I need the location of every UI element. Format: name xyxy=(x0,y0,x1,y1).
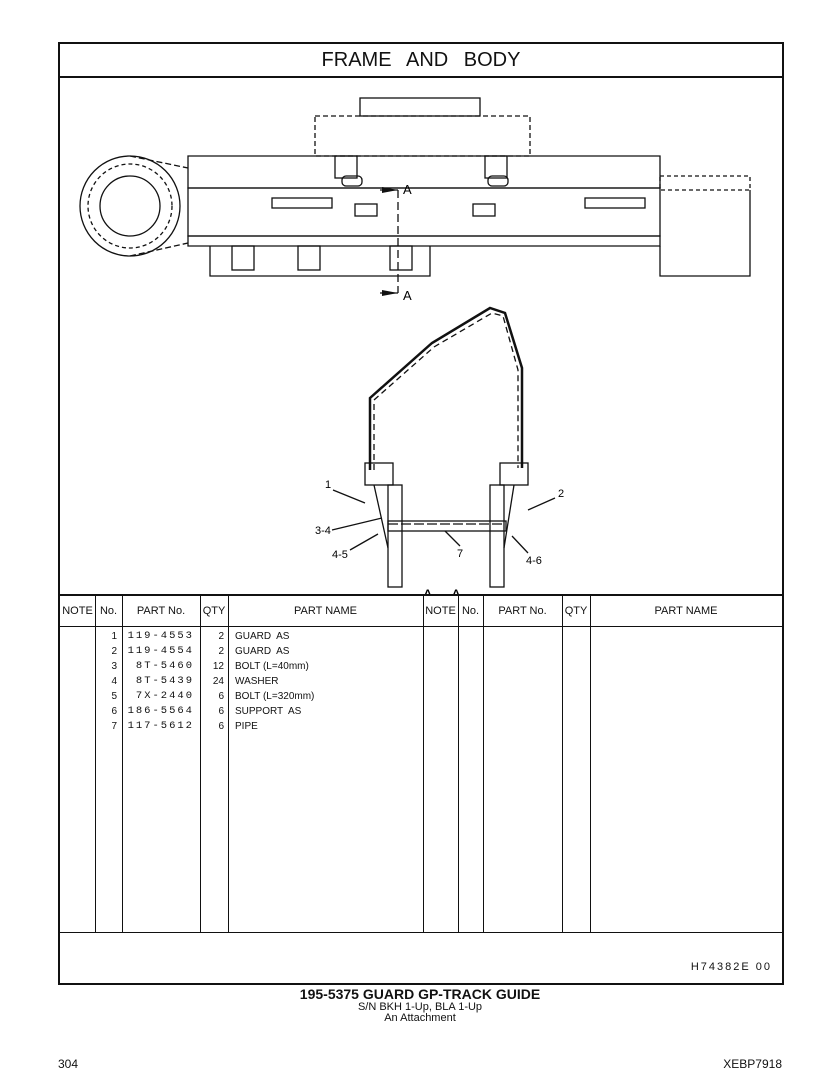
parts-illustration: A A A – A 1 2 3-4 4-5 4-6 7 xyxy=(60,78,782,607)
item-number: 4 xyxy=(111,676,117,687)
part-name: PIPE xyxy=(235,721,258,732)
table-row: 6 186-5564 6 SUPPORT AS xyxy=(60,704,423,719)
callout-4-5: 4-5 xyxy=(332,549,348,561)
table-row: 3 8T-5460 12 BOLT (L=40mm) xyxy=(60,659,423,674)
section-label: A – A xyxy=(422,586,462,594)
table-row: 4 8T-5439 24 WASHER xyxy=(60,674,423,689)
part-name: SUPPORT AS xyxy=(235,706,302,717)
exploded-view-drawing: A A A – A 1 2 3-4 4-5 4-6 7 xyxy=(79,97,751,607)
table-row: 7 117-5612 6 PIPE xyxy=(60,719,423,734)
table-row: 2 119-4554 2 GUARD AS xyxy=(60,644,423,659)
header-note: NOTE xyxy=(62,605,93,617)
section-marker-bottom: A xyxy=(403,288,412,303)
caption-serial: S/N BKH 1-Up, BLA 1-Up xyxy=(357,1001,483,1013)
quantity: 6 xyxy=(218,706,224,717)
part-number: 7X-2440 xyxy=(135,690,194,702)
section-marker-top: A xyxy=(403,182,412,197)
quantity: 24 xyxy=(212,676,224,687)
part-name: BOLT (L=320mm) xyxy=(235,691,315,702)
caption-note: An Attachment xyxy=(384,1012,456,1024)
part-number: 119-4554 xyxy=(127,645,194,657)
table-row: 5 7X-2440 6 BOLT (L=320mm) xyxy=(60,689,423,704)
parts-page-frame: FRAME AND BODY xyxy=(58,42,784,985)
part-name: BOLT (L=40mm) xyxy=(235,661,309,672)
item-number: 6 xyxy=(111,706,117,717)
item-number: 1 xyxy=(111,631,117,642)
callout-4-6: 4-6 xyxy=(526,555,542,567)
header-qty-2: QTY xyxy=(564,605,588,617)
table-row: 1 119-4553 2 GUARD AS xyxy=(60,629,423,644)
header-part-name: PART NAME xyxy=(294,605,357,617)
header-no: No. xyxy=(99,605,118,617)
page-title: FRAME AND BODY xyxy=(60,44,782,78)
part-number: 8T-5439 xyxy=(135,675,194,687)
header-part-name-2: PART NAME xyxy=(654,605,718,617)
item-number: 2 xyxy=(111,646,117,657)
illustration-code: H74382E 00 xyxy=(690,961,772,973)
part-name: GUARD AS xyxy=(235,631,290,642)
callout-3-4: 3-4 xyxy=(315,525,331,537)
part-number: 117-5612 xyxy=(127,720,194,732)
part-number: 186-5564 xyxy=(127,705,194,717)
page-number: 304 xyxy=(58,1057,79,1071)
header-no-2: No. xyxy=(461,605,480,617)
header-note-2: NOTE xyxy=(425,605,456,617)
quantity: 2 xyxy=(218,646,224,657)
header-part-no-2: PART No. xyxy=(498,605,547,617)
part-number: 8T-5460 xyxy=(135,660,194,672)
item-number: 5 xyxy=(111,691,117,702)
quantity: 6 xyxy=(218,691,224,702)
callout-7: 7 xyxy=(457,548,463,560)
parts-table-header: NOTE No. PART No. QTY PART NAME NOTE No.… xyxy=(60,594,782,627)
quantity: 6 xyxy=(218,721,224,732)
part-number: 119-4553 xyxy=(127,630,194,642)
item-number: 7 xyxy=(111,721,117,732)
quantity: 2 xyxy=(218,631,224,642)
part-name: GUARD AS xyxy=(235,646,290,657)
document-id: XEBP7918 xyxy=(723,1057,782,1071)
item-number: 3 xyxy=(111,661,117,672)
callout-2: 2 xyxy=(558,488,564,500)
header-qty: QTY xyxy=(202,605,226,617)
part-name: WASHER xyxy=(235,676,279,687)
quantity: 12 xyxy=(212,661,224,672)
header-part-no: PART No. xyxy=(136,605,186,617)
callout-1: 1 xyxy=(325,479,331,491)
caption-title: 195-5375 GUARD GP-TRACK GUIDE xyxy=(299,986,541,1002)
